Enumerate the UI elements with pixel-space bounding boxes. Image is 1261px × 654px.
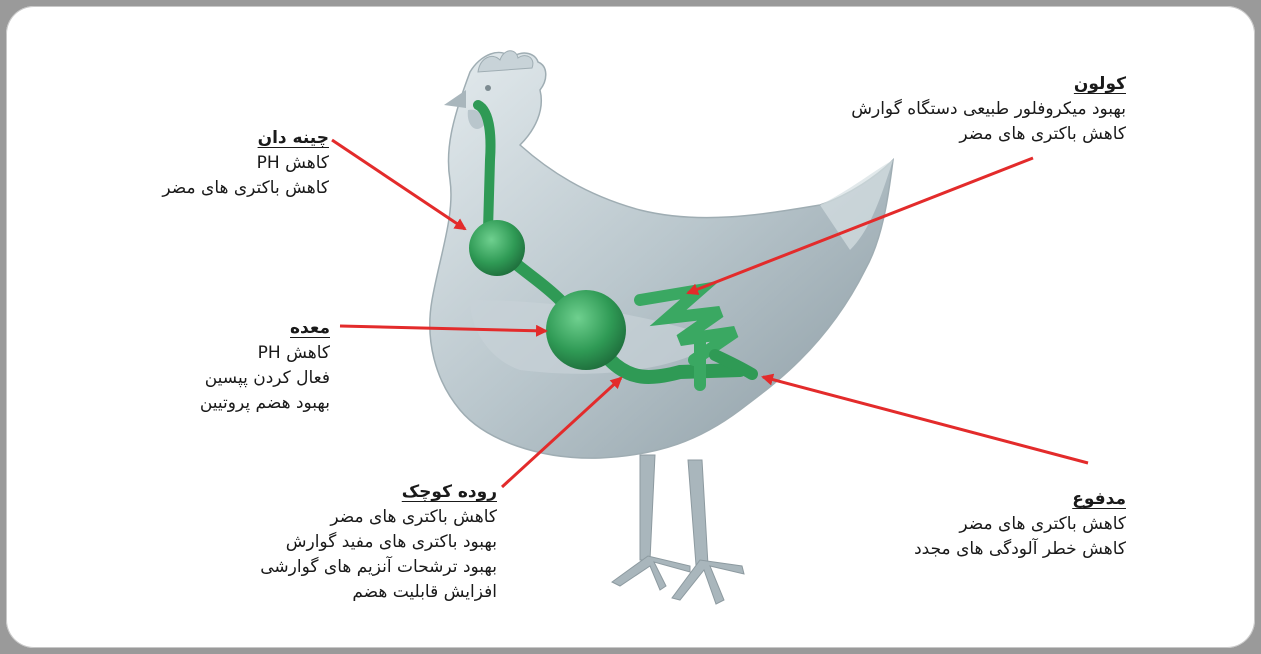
- stomach-organ: [546, 290, 626, 370]
- label-small-intestine-line: افزایش قابلیت هضم: [260, 580, 497, 605]
- label-crop: چینه دان کاهش PH کاهش باکتری های مضر: [162, 126, 329, 201]
- label-stomach-title: معده: [200, 316, 330, 341]
- label-colon-line: بهبود میکروفلور طبیعی دستگاه گوارش: [851, 97, 1126, 122]
- label-crop-title: چینه دان: [162, 126, 329, 151]
- label-colon-line: کاهش باکتری های مضر: [851, 122, 1126, 147]
- label-crop-line: کاهش باکتری های مضر: [162, 176, 329, 201]
- label-colon: کولون بهبود میکروفلور طبیعی دستگاه گوارش…: [851, 72, 1126, 147]
- label-crop-line: کاهش PH: [162, 151, 329, 176]
- label-feces-line: کاهش خطر آلودگی های مجدد: [914, 537, 1126, 562]
- label-small-intestine-title: روده کوچک: [260, 480, 497, 505]
- label-feces-title: مدفوع: [914, 487, 1126, 512]
- label-stomach-line: کاهش PH: [200, 341, 330, 366]
- label-feces-line: کاهش باکتری های مضر: [914, 512, 1126, 537]
- label-stomach: معده کاهش PH فعال کردن پپسین بهبود هضم پ…: [200, 316, 330, 416]
- label-small-intestine: روده کوچک کاهش باکتری های مضر بهبود باکت…: [260, 480, 497, 605]
- label-stomach-line: بهبود هضم پروتیین: [200, 391, 330, 416]
- crop-organ: [469, 220, 525, 276]
- label-feces: مدفوع کاهش باکتری های مضر کاهش خطر آلودگ…: [914, 487, 1126, 562]
- arrow-crop: [332, 140, 465, 229]
- label-small-intestine-line: کاهش باکتری های مضر: [260, 505, 497, 530]
- arrow-feces: [763, 377, 1088, 463]
- chicken-legs: [612, 455, 744, 604]
- label-stomach-line: فعال کردن پپسین: [200, 366, 330, 391]
- label-small-intestine-line: بهبود باکتری های مفید گوارش: [260, 530, 497, 555]
- label-colon-title: کولون: [851, 72, 1126, 97]
- label-small-intestine-line: بهبود ترشحات آنزیم های گوارشی: [260, 555, 497, 580]
